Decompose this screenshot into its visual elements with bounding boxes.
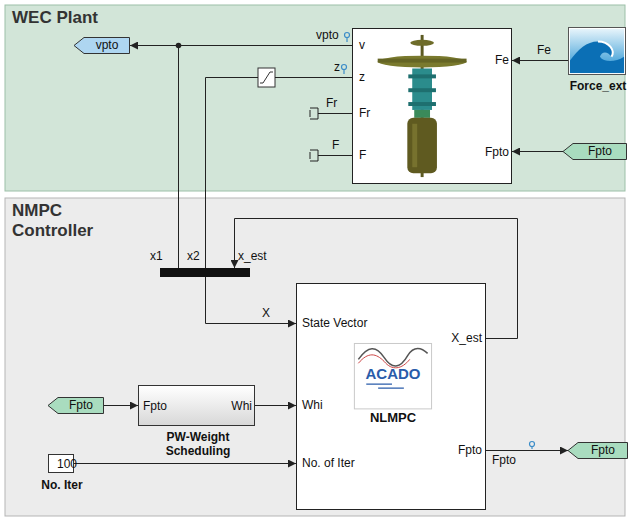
tag-text: vpto — [96, 39, 119, 53]
port-label: No. of Iter — [302, 457, 355, 471]
signal-name: x2 — [187, 250, 200, 264]
signal-line — [255, 405, 296, 406]
terminator-symbol — [310, 108, 318, 161]
tag-text: 100 — [57, 458, 77, 472]
signal-line — [512, 60, 568, 61]
mux-bar — [160, 268, 250, 277]
signal-line — [512, 151, 563, 152]
nmpc-block: State VectorWhiNo. of Iter X_estFpto ACADO… — [296, 283, 486, 510]
port-label: v — [359, 39, 365, 53]
constant-block: 100No. Iter — [48, 454, 74, 473]
signal-line — [486, 450, 568, 451]
block-title: No. Iter — [41, 479, 82, 493]
signal-wire — [318, 114, 352, 156]
signal-label: Fpto — [492, 454, 516, 468]
block-title: WEC Plant — [12, 8, 98, 28]
signal-name: X — [262, 307, 270, 321]
source-block: Force_ext — [568, 27, 626, 75]
port-label: X_est — [451, 332, 482, 346]
region-panel: FptoWhiPW-Weight SchedulingFpto100No. It… — [5, 198, 625, 516]
wave-icon — [569, 28, 625, 74]
signal-name: F — [332, 139, 339, 153]
port-label: Fpto — [485, 146, 509, 160]
panel-ground — [5, 198, 625, 516]
port-label: Whi — [231, 400, 252, 414]
port-label: State Vector — [302, 317, 367, 331]
saturation-symbol — [260, 72, 273, 83]
subsystem-block: FptoWhiPW-Weight Scheduling — [138, 385, 255, 426]
signal-name: x_est — [238, 250, 267, 264]
port-label: Fpto — [458, 444, 482, 458]
block-title: NMPC Controller — [12, 201, 112, 240]
goto-tag: Fpto — [568, 442, 628, 459]
buoy-illustration — [353, 29, 511, 183]
signal-label: Fe — [537, 44, 551, 58]
port-label: z — [359, 71, 365, 85]
tag-text: Fpto — [588, 145, 612, 159]
signal-line — [130, 45, 352, 46]
port-label: Whi — [302, 399, 323, 413]
signal-name: x1 — [150, 250, 163, 264]
region-panel: vzFrFFeFptovptoForce_extFptoWEC Plant — [5, 5, 625, 191]
signal-line — [179, 46, 353, 324]
goto-tag: vpto — [74, 37, 130, 54]
block-title: NLMPC — [370, 411, 416, 426]
block-title: ACADO — [366, 365, 421, 382]
signal-name: vpto — [316, 29, 339, 43]
plant-block: v zFrF FeFpto — [352, 28, 512, 184]
port-label: F — [359, 149, 366, 163]
port-label: Fe — [495, 54, 509, 68]
block-title: Force_ext — [570, 80, 627, 94]
signal-line — [104, 405, 138, 406]
signal-line — [74, 463, 296, 464]
block-title: PW-Weight Scheduling — [138, 431, 258, 459]
tag-text: Fpto — [69, 399, 93, 413]
saturation-block — [258, 68, 275, 87]
from-tag: Fpto — [563, 143, 627, 160]
tag-text: Fpto — [591, 444, 615, 458]
panel-ground — [5, 5, 625, 191]
port-label: Fr — [359, 107, 370, 121]
port-label: Fpto — [143, 400, 167, 414]
signal-name: z — [334, 61, 340, 75]
from-tag: Fpto — [48, 397, 104, 414]
signal-name: Fr — [326, 97, 337, 111]
